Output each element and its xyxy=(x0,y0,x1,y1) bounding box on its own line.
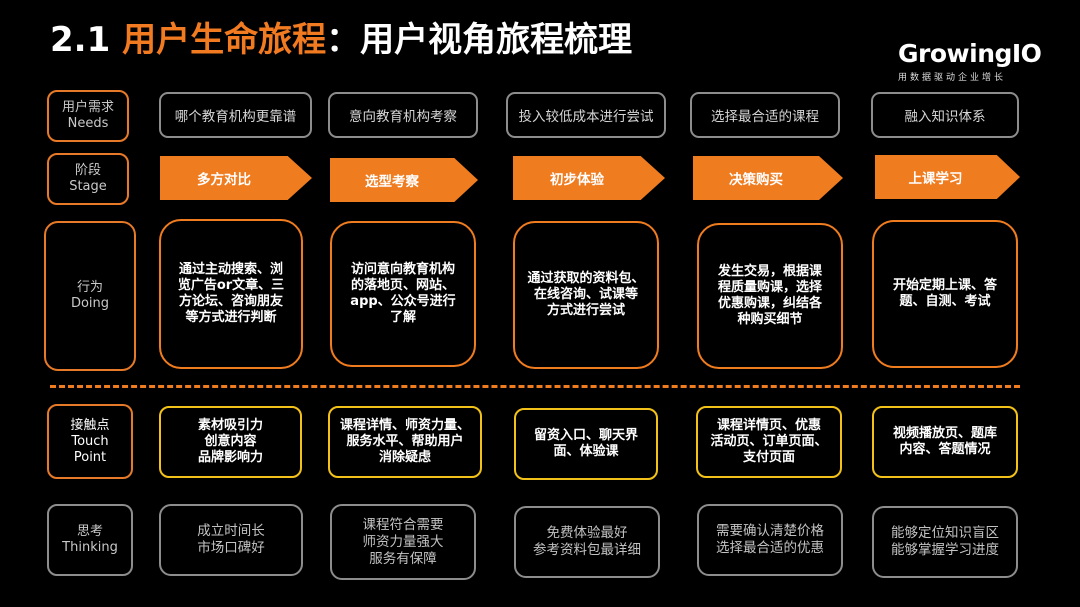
row-label-needs: 用户需求 Needs xyxy=(47,90,129,142)
doing-box: 访问意向教育机构 的落地页、网站、 app、公众号进行 了解 xyxy=(330,221,476,367)
doing-line: 览广告or文章、三 xyxy=(177,278,285,293)
doing-box: 发生交易，根据课 程质量购课，选择 优惠购课，纠结各 种购买细节 xyxy=(697,223,843,369)
logo-tagline: 用数据驱动企业增长 xyxy=(898,73,1007,83)
touch-box: 素材吸引力 创意内容 品牌影响力 xyxy=(159,406,302,478)
row-label-thinking: 思考 Thinking xyxy=(47,504,133,576)
row-label-stage-en: Stage xyxy=(69,179,107,194)
doing-line: 访问意向教育机构 xyxy=(350,262,455,277)
thinking-box: 免费体验最好 参考资料包最详细 xyxy=(514,506,660,578)
thinking-line: 能够定位知识盲区 xyxy=(891,525,999,541)
row-label-doing-en: Doing xyxy=(70,296,110,311)
thinking-line: 课程符合需要 xyxy=(362,516,444,533)
row-label-thinking-zh: 思考 xyxy=(76,524,103,539)
need-box: 融入知识体系 xyxy=(871,92,1019,138)
doing-line: 题、自测、考试 xyxy=(899,294,991,309)
need-box: 选择最合适的课程 xyxy=(690,92,840,138)
thinking-line: 需要确认清楚价格 xyxy=(716,523,824,539)
title-highlight: 用户生命旅程 xyxy=(122,20,327,60)
title-rest: ：用户视角旅程梳理 xyxy=(326,20,633,60)
doing-line: app、公众号进行 xyxy=(350,294,456,309)
thinking-line: 选择最合适的优惠 xyxy=(716,540,824,556)
stage-arrow: 选型考察 xyxy=(330,158,478,202)
thinking-line: 能够掌握学习进度 xyxy=(891,542,999,558)
doing-line: 通过主动搜索、浏 xyxy=(178,262,283,277)
touch-box: 课程详情、师资力量、 服务水平、帮助用户 消除疑虑 xyxy=(328,406,482,478)
stage-arrow: 决策购买 xyxy=(693,156,843,200)
doing-line: 等方式进行判断 xyxy=(185,310,277,325)
row-label-touch-en1: Touch xyxy=(71,433,109,449)
need-box: 投入较低成本进行尝试 xyxy=(506,92,666,138)
touch-line: 课程详情页、优惠 xyxy=(716,418,821,433)
thinking-line: 服务有保障 xyxy=(369,550,437,567)
touch-line: 内容、答题情况 xyxy=(899,442,991,457)
touch-line: 视频播放页、题库 xyxy=(892,426,997,441)
need-box: 哪个教育机构更靠谱 xyxy=(159,92,312,138)
doing-line: 方论坛、咨询朋友 xyxy=(178,294,283,309)
row-label-touch-en2: Point xyxy=(73,449,107,465)
title-prefix: 2.1 xyxy=(50,20,123,60)
logo-name: GrowingIO xyxy=(898,39,1042,68)
row-label-touch: 接触点 Touch Point xyxy=(47,404,133,479)
touch-box: 视频播放页、题库 内容、答题情况 xyxy=(872,406,1018,478)
touch-line: 面、体验课 xyxy=(553,444,619,459)
doing-line: 了解 xyxy=(389,310,416,325)
touch-box: 课程详情页、优惠 活动页、订单页面、 支付页面 xyxy=(696,406,842,478)
doing-line: 发生交易，根据课 xyxy=(717,264,822,279)
doing-line: 方式进行尝试 xyxy=(546,303,625,318)
thinking-line: 市场口碑好 xyxy=(197,540,265,556)
doing-line: 种购买细节 xyxy=(737,312,803,327)
row-label-stage: 阶段 Stage xyxy=(47,153,129,205)
doing-line: 开始定期上课、答 xyxy=(892,278,997,293)
doing-box: 通过获取的资料包、 在线咨询、试课等 方式进行尝试 xyxy=(513,221,659,369)
touch-line: 素材吸引力 xyxy=(197,418,263,433)
thinking-box: 成立时间长 市场口碑好 xyxy=(159,504,303,576)
row-label-stage-zh: 阶段 xyxy=(74,163,101,178)
doing-line: 的落地页、网站、 xyxy=(350,278,455,293)
touch-line: 创意内容 xyxy=(204,434,257,449)
growingio-logo: GrowingIO 用数据驱动企业增长 xyxy=(898,39,1042,84)
doing-line: 优惠购课，纠结各 xyxy=(717,296,822,311)
page-title: 2.1 用户生命旅程：用户视角旅程梳理 xyxy=(50,12,632,61)
row-label-needs-zh: 用户需求 xyxy=(61,100,114,115)
doing-line: 在线咨询、试课等 xyxy=(533,287,638,302)
doing-line: 程质量购课，选择 xyxy=(717,280,822,295)
thinking-box: 需要确认清楚价格 选择最合适的优惠 xyxy=(697,504,843,576)
row-label-thinking-en: Thinking xyxy=(62,540,118,555)
thinking-box: 课程符合需要 师资力量强大 服务有保障 xyxy=(330,504,476,580)
touch-line: 课程详情、师资力量、 xyxy=(339,418,470,433)
thinking-line: 师资力量强大 xyxy=(362,533,444,550)
touch-line: 支付页面 xyxy=(742,450,795,465)
thinking-line: 成立时间长 xyxy=(197,523,265,539)
doing-box: 开始定期上课、答 题、自测、考试 xyxy=(872,220,1018,368)
stage-arrow: 上课学习 xyxy=(875,155,1020,199)
touch-line: 活动页、订单页面、 xyxy=(710,434,828,449)
touch-box: 留资入口、聊天界 面、体验课 xyxy=(514,408,658,480)
touch-line: 留资入口、聊天界 xyxy=(533,428,638,443)
doing-line: 通过获取的资料包、 xyxy=(527,271,645,286)
doing-box: 通过主动搜索、浏 览广告or文章、三 方论坛、咨询朋友 等方式进行判断 xyxy=(159,219,303,369)
section-divider xyxy=(50,385,1020,388)
stage-arrow: 多方对比 xyxy=(160,156,312,200)
row-label-touch-zh: 接触点 xyxy=(70,417,110,433)
row-label-needs-en: Needs xyxy=(67,116,109,131)
thinking-line: 参考资料包最详细 xyxy=(533,542,641,558)
thinking-line: 免费体验最好 xyxy=(546,525,628,541)
touch-line: 服务水平、帮助用户 xyxy=(346,434,464,449)
touch-line: 品牌影响力 xyxy=(197,450,263,465)
need-box: 意向教育机构考察 xyxy=(328,92,478,138)
row-label-doing: 行为 Doing xyxy=(44,221,136,371)
stage-arrow: 初步体验 xyxy=(513,156,665,200)
touch-line: 消除疑虑 xyxy=(378,450,431,465)
thinking-box: 能够定位知识盲区 能够掌握学习进度 xyxy=(872,506,1018,578)
row-label-doing-zh: 行为 xyxy=(76,280,103,295)
